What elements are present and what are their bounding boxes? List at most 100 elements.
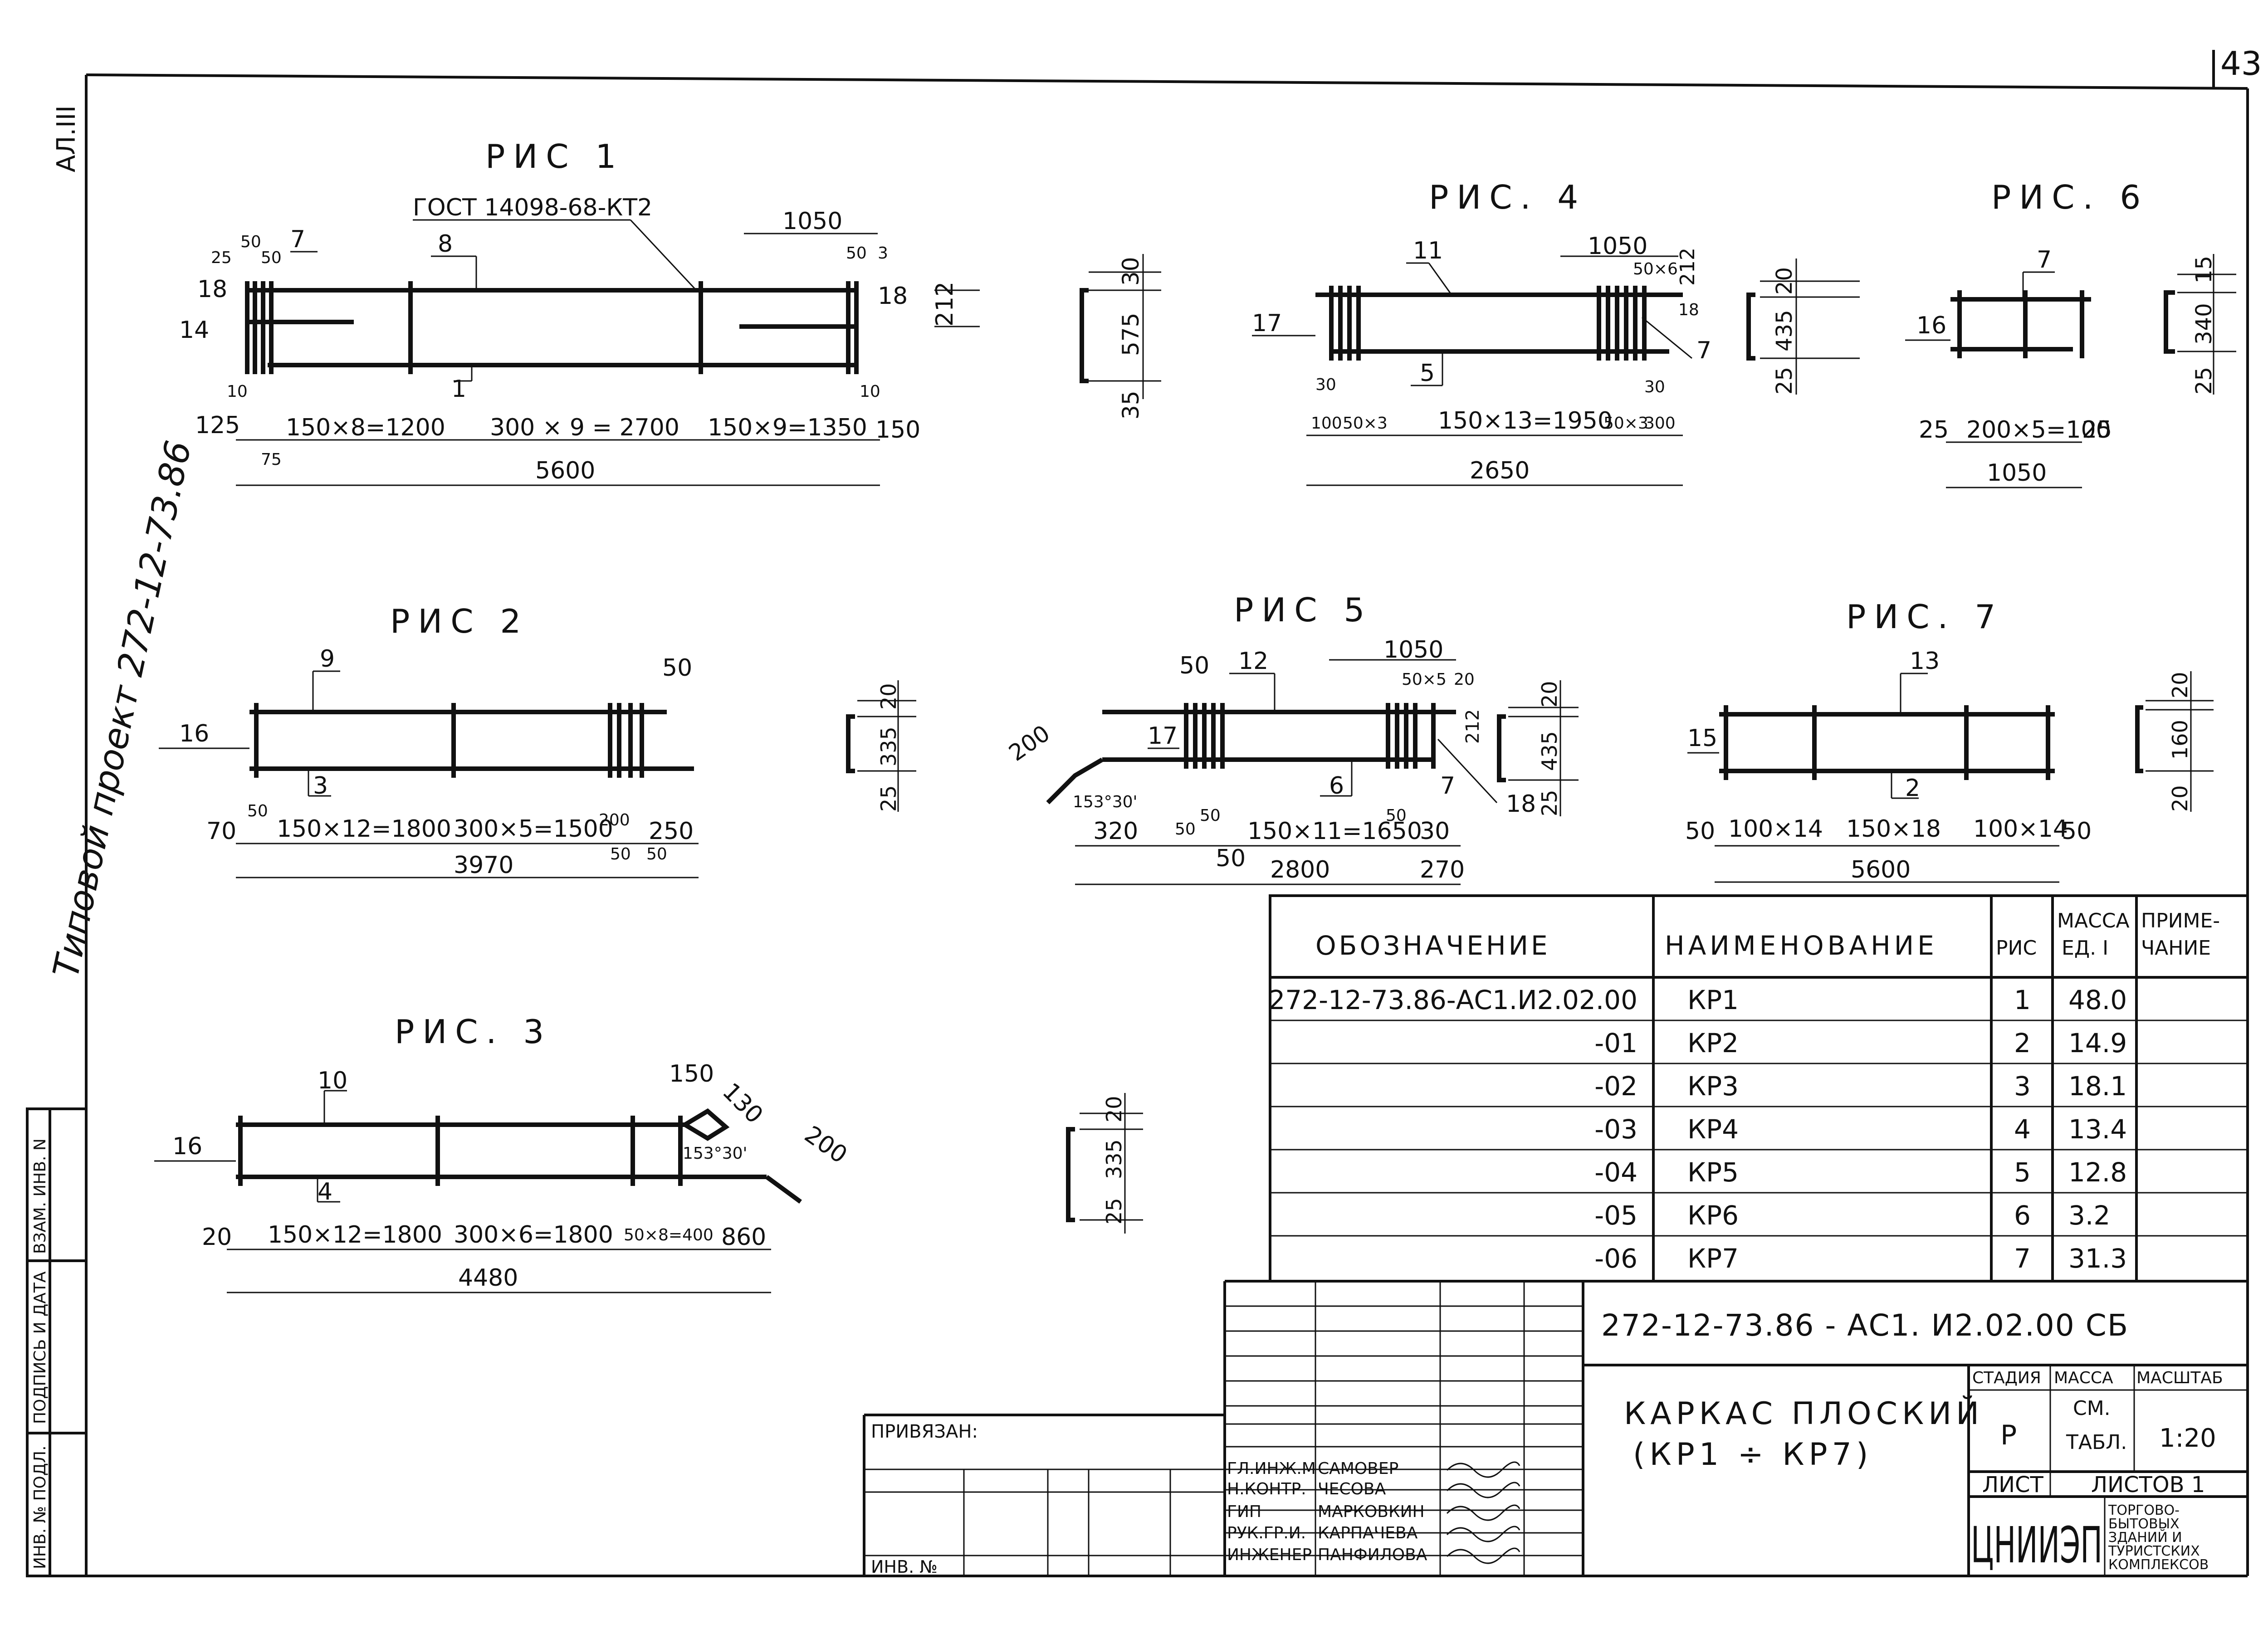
section-6-dim-a: 15	[2191, 256, 2217, 283]
spec-fig: 5	[2014, 1157, 2031, 1188]
spec-designation: -01	[1594, 1028, 1637, 1058]
fig5-title: РИС 5	[1234, 591, 1373, 629]
section-6-dim-b: 340	[2191, 303, 2217, 345]
fig6-label-25a: 25	[1919, 416, 1949, 444]
fig1-label-50a: 50	[240, 233, 261, 251]
fig4-label-17: 17	[1252, 310, 1282, 337]
figure-1: РИС 1 ГОСТ 14098-68-КТ2 8 7 1 14 18 18 2…	[179, 137, 980, 486]
fig5-label-50top: 50	[1179, 652, 1209, 679]
spec-fig: 3	[2014, 1071, 2031, 1102]
fig1-gost: ГОСТ 14098-68-КТ2	[413, 194, 652, 221]
figure-4: РИС. 4 11 17 5 7 1050 50×6 212 18 30 100…	[1252, 178, 1711, 486]
section-5-dim-c: 25	[1537, 790, 1562, 816]
sheet-frame	[85, 50, 2249, 1577]
org-desc-line: ТОРГОВО-	[2108, 1502, 2180, 1518]
fig5-label-12: 12	[1238, 648, 1268, 675]
spec-designation: -02	[1594, 1071, 1637, 1102]
section-7-dim-a: 20	[2168, 672, 2192, 698]
section-6-dim-c: 25	[2191, 367, 2217, 395]
stage-value: Р	[2000, 1419, 2017, 1451]
fig6-title: РИС. 6	[1991, 178, 2149, 216]
fig5-label-50a: 50	[1175, 820, 1196, 839]
fig4-label-50x6: 50×6	[1633, 260, 1678, 278]
fig1-dim-total: 5600	[535, 457, 595, 484]
spec-fig: 6	[2014, 1200, 2031, 1231]
spec-fig: 2	[2014, 1028, 2031, 1058]
staff-signature	[1446, 1461, 1520, 1478]
fig5-label-200: 200	[1004, 720, 1055, 766]
fig5-label-50b: 50	[1200, 806, 1221, 825]
fig6-label-7: 7	[2037, 246, 2052, 273]
side-stamp: ИНВ. № ПОДЛ. ПОДПИСЬ И ДАТА ВЗАМ. ИНВ. N	[26, 1107, 88, 1577]
spec-name: КР6	[1687, 1200, 1739, 1231]
spec-designation: -06	[1594, 1243, 1637, 1274]
fig7-dim-1: 100×14	[1728, 815, 1823, 843]
side-stamp-sign: ПОДПИСЬ И ДАТА	[31, 1271, 49, 1424]
title-line-2: (КР1 ÷ КР7)	[1633, 1437, 1872, 1473]
staff-name: ПАНФИЛОВА	[1318, 1546, 1427, 1564]
fig4-label-1050: 1050	[1588, 233, 1647, 260]
staff-name: ЧЕСОВА	[1318, 1480, 1386, 1498]
section-5-dim-a: 20	[1537, 681, 1562, 707]
spec-header-designation: ОБОЗНАЧЕНИЕ	[1315, 930, 1550, 961]
fig4-label-100: 100	[1311, 414, 1342, 433]
section-3: 20 335 25	[1066, 1093, 1143, 1234]
spec-name: КР2	[1687, 1028, 1739, 1058]
fig1-label-1050: 1050	[782, 208, 842, 235]
fig7-label-2: 2	[1905, 775, 1920, 802]
figure-7: РИС. 7 13 15 2 50 50 100×14 150×18 100×1…	[1685, 598, 2092, 883]
org-desc-line: БЫТОВЫХ	[2108, 1516, 2180, 1532]
spec-mass: 13.4	[2068, 1114, 2127, 1145]
org-desc-line: КОМПЛЕКСОВ	[2108, 1557, 2209, 1573]
fig7-label-50b: 50	[2062, 818, 2092, 845]
figure-3: РИС. 3 10 4 16 150 130 200 153°30' 20 15…	[154, 1013, 852, 1293]
fig6-dim-total: 1050	[1987, 459, 2047, 487]
org-desc-line: ТУРИСТСКИХ	[2108, 1543, 2200, 1559]
spec-mass: 12.8	[2068, 1157, 2127, 1188]
fig3-title: РИС. 3	[395, 1013, 552, 1051]
spec-mass: 18.1	[2068, 1071, 2127, 1102]
fig1-label-7: 7	[290, 226, 305, 253]
section-3-dim-c: 25	[1102, 1198, 1126, 1224]
fig5-dim-total: 2800	[1270, 856, 1330, 883]
fig5-label-320: 320	[1093, 818, 1138, 845]
section-4-dim-a: 20	[1772, 267, 1797, 295]
fig1-dim-3: 150×9=1350	[708, 414, 867, 441]
staff-signature	[1446, 1482, 1520, 1498]
doc-code: 272-12-73.86 - АС1. И2.02.00 СБ	[1601, 1308, 2129, 1343]
staff-role: ИНЖЕНЕР	[1227, 1546, 1312, 1564]
fig2-dim-total: 3970	[454, 852, 513, 879]
spec-name: КР4	[1687, 1114, 1739, 1145]
mass-label: МАССА	[2054, 1369, 2113, 1387]
fig3-dim-1: 150×12=1800	[268, 1221, 442, 1249]
spec-designation: -03	[1594, 1114, 1637, 1145]
fig1-label-125: 125	[195, 412, 240, 439]
figure-6: РИС. 6 7 16 25 25 200×5=100 1050	[1905, 178, 2149, 488]
fig7-label-50a: 50	[1685, 818, 1715, 845]
fig1-label-25: 25	[211, 249, 232, 267]
fig1-label-10b: 10	[860, 382, 880, 401]
fig1-label-14: 14	[179, 317, 209, 344]
fig2-label-50: 50	[247, 802, 268, 820]
side-code: АЛ.III	[52, 105, 81, 172]
section-3-dim-a: 20	[1102, 1096, 1126, 1122]
fig5-label-18: 18	[1506, 790, 1536, 818]
fig5-label-17: 17	[1148, 722, 1178, 750]
fig5-dim-1: 150×11=1650	[1247, 818, 1422, 845]
figure-2: РИС 2 9 3 16 50 70 50 200 250 50 50 150×…	[159, 602, 699, 879]
spec-header-note-2: ЧАНИЕ	[2141, 937, 2211, 960]
side-stamp-vzam: ВЗАМ. ИНВ. N	[31, 1138, 49, 1254]
spec-mass: 31.3	[2068, 1243, 2127, 1274]
fig2-label-250: 250	[649, 818, 694, 845]
spec-header-mass-2: ЕД. I	[2062, 937, 2108, 960]
staff-signature	[1446, 1547, 1520, 1564]
fig7-title: РИС. 7	[1846, 598, 2004, 636]
fig4-dim-total: 2650	[1470, 457, 1530, 484]
spec-header-mass-1: МАССА	[2057, 909, 2130, 932]
spec-designation: -04	[1594, 1157, 1637, 1188]
spec-mass: 14.9	[2068, 1028, 2127, 1058]
